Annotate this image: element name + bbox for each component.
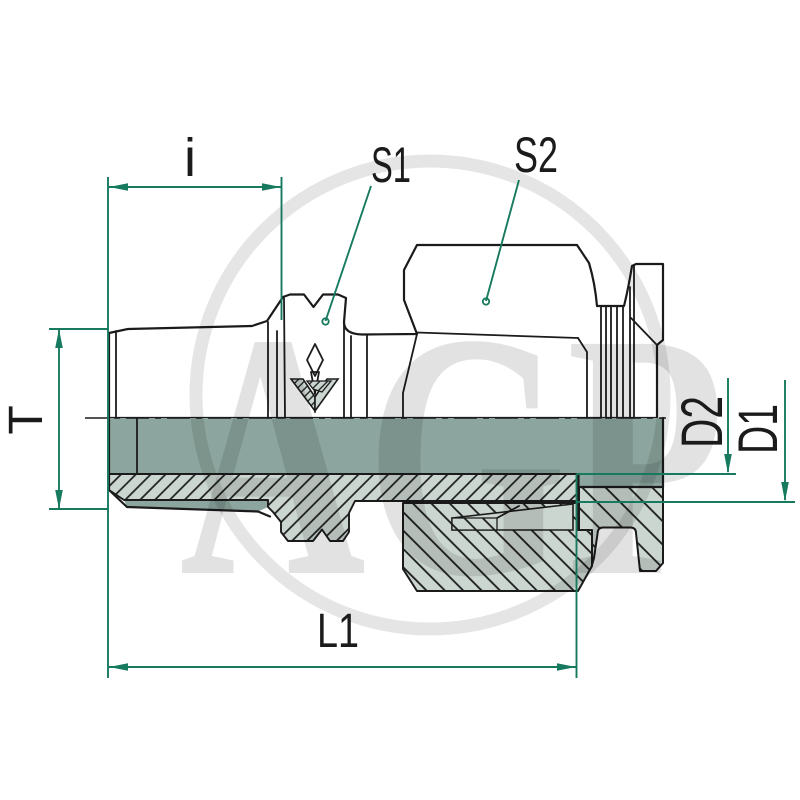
fitting-body [85,243,666,592]
thread-strip [124,500,268,512]
body-edge-lines [115,264,657,475]
cutting-ring-symbol [289,378,340,414]
label-l1: L1 [317,605,359,658]
leader-s2 [485,179,520,302]
dimension-lines [49,177,795,678]
watermark-circle [189,154,671,636]
sleeve-section [578,486,664,572]
body-lower-edges [107,416,665,518]
label-s2: S2 [514,127,558,183]
dimension-labels: i S1 S2 T D2 D1 L1 [0,127,789,658]
watermark: AGP [180,154,725,649]
watermark-text: AGP [180,261,725,649]
leader-s1 [324,185,372,322]
label-d1: D1 [726,404,789,454]
ferrule-section [451,503,574,531]
body-lower-solid [109,418,663,487]
label-d2: D2 [670,396,735,448]
label-t: T [0,405,53,434]
body-section-hatch [108,473,579,542]
label-s1: S1 [371,137,411,193]
body-upper-silhouette [107,243,665,420]
label-i: i [184,128,196,188]
